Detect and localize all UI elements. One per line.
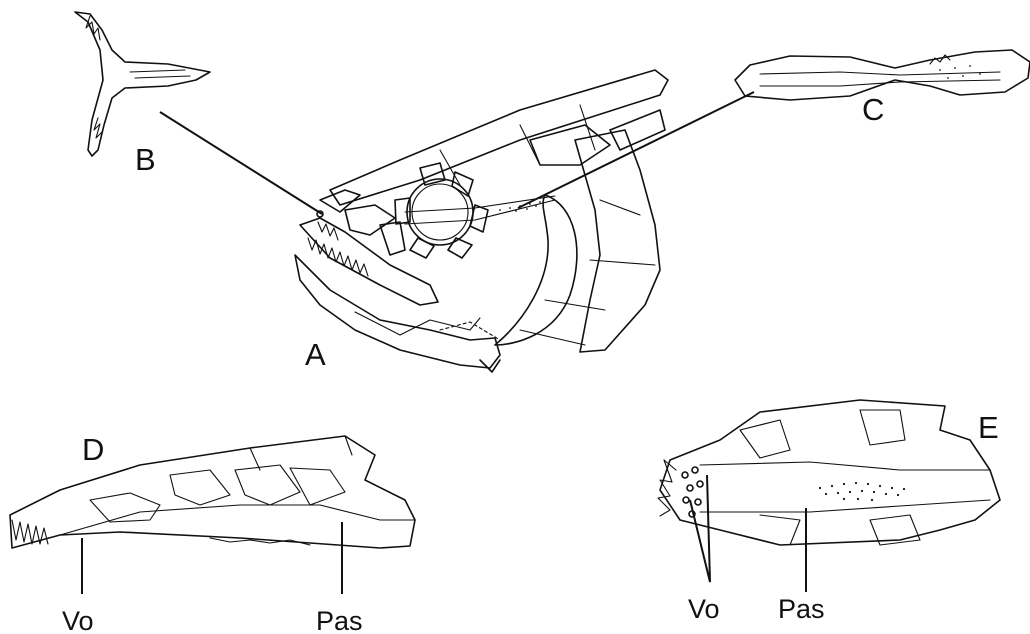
panel-label-b: B [135, 142, 156, 177]
label-e-vo: Vo [688, 594, 720, 624]
leader-line-e-vo [690, 475, 710, 582]
leader-line-c [518, 92, 754, 208]
panel-label-e: E [978, 410, 999, 445]
label-e-pas: Pas [778, 594, 825, 624]
panel-label-c: C [862, 92, 884, 127]
panel-label-d: D [82, 432, 104, 467]
panel-a-skull-drawing [295, 70, 668, 372]
leader-line-b [160, 112, 322, 214]
panel-d-braincase-drawing [10, 436, 415, 548]
parasphenoid-denticle-patch [819, 482, 905, 501]
label-d-vo: Vo [62, 606, 94, 634]
panel-label-a: A [305, 337, 326, 372]
label-d-pas: Pas [316, 606, 363, 634]
panel-b-vomer-drawing [75, 12, 210, 156]
